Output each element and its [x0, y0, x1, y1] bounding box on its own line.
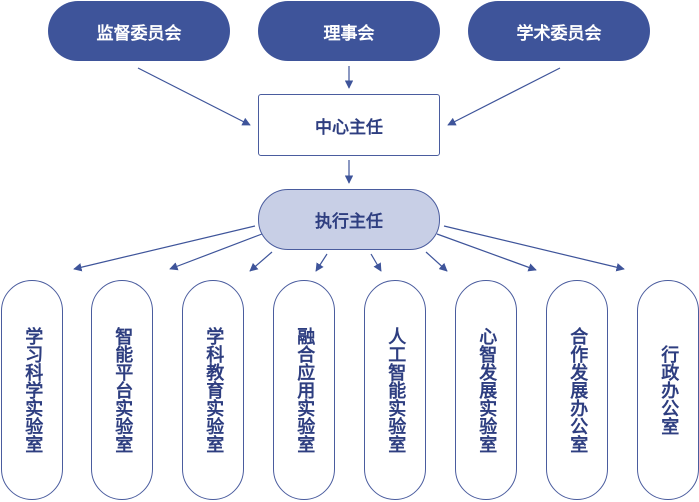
lab-artificial-intelligence: 人工智能实验室	[364, 280, 426, 500]
office-administration: 行政办公室	[637, 280, 699, 500]
lab-intelligent-platform: 智能平台实验室	[91, 280, 153, 500]
arrow-exec-to-lab-1	[169, 233, 263, 271]
arrow-exec-to-lab-5	[425, 251, 448, 272]
arrow-exec-to-lab-2	[249, 251, 273, 272]
lab-subject-education: 学科教育实验室	[182, 280, 244, 500]
executive-director-node: 执行主任	[258, 189, 440, 250]
lab-mind-development: 心智发展实验室	[455, 280, 517, 500]
office-cooperation-development: 合作发展办公室	[546, 280, 608, 500]
center-director-node: 中心主任	[258, 94, 440, 156]
academic-committee-node: 学术委员会	[468, 1, 650, 61]
arrow-academic-to-center	[447, 67, 561, 126]
board-of-directors-node: 理事会	[258, 1, 440, 61]
arrow-exec-to-lab-7	[443, 225, 625, 272]
supervisory-committee-node: 监督委员会	[48, 1, 230, 61]
arrow-exec-to-lab-4	[370, 253, 382, 272]
lab-fusion-application: 融合应用实验室	[273, 280, 335, 500]
arrow-exec-to-lab-6	[436, 233, 537, 272]
arrow-supervisory-to-center	[137, 67, 251, 126]
arrow-exec-to-lab-3	[315, 253, 328, 272]
lab-learning-science: 学习科学实验室	[1, 280, 63, 500]
arrow-exec-to-lab-0	[73, 225, 256, 272]
